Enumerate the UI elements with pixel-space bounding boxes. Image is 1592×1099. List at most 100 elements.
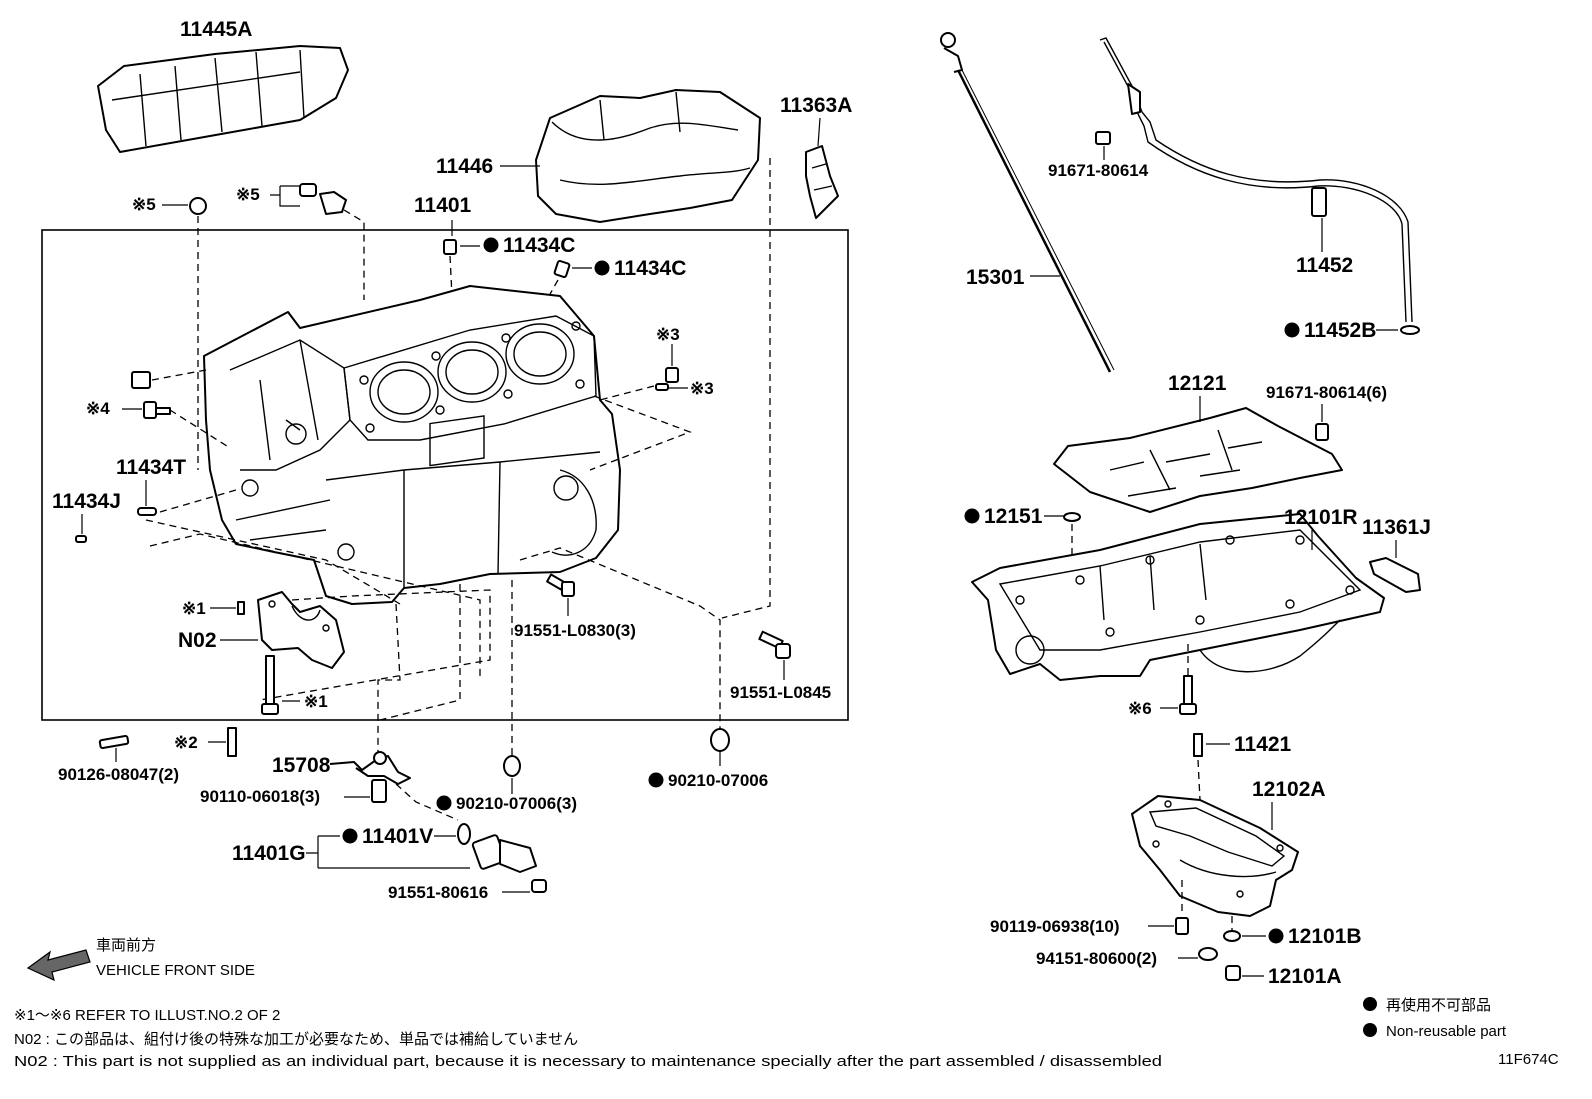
label-94151: 94151-80600(2)	[1036, 949, 1157, 968]
part-x2-pin[interactable]	[227, 727, 237, 757]
part-11445A-insulator[interactable]	[97, 45, 349, 153]
part-x5-plug[interactable]	[189, 197, 207, 215]
label-12151: 12151	[984, 505, 1043, 528]
part-11452-dipstick-guide[interactable]	[1099, 37, 1420, 335]
label-x3-top: ※3	[656, 325, 680, 344]
label-91551-80616: 91551-80616	[388, 883, 488, 902]
part-11361J-bracket[interactable]	[1369, 557, 1421, 593]
part-11401V-o-ring[interactable]	[457, 823, 471, 845]
part-11434J-pin[interactable]	[75, 535, 87, 543]
label-11446: 11446	[436, 155, 493, 178]
legend-nonreusable-dot-en	[1363, 1023, 1377, 1037]
part-x4-bolt[interactable]	[143, 401, 171, 419]
illustration-code: 11F674C	[1498, 1051, 1559, 1068]
part-11421-stud[interactable]	[1193, 733, 1203, 757]
label-x5-mid: ※5	[236, 185, 260, 204]
part-11446-baffle[interactable]	[535, 89, 761, 223]
part-90126-stud[interactable]	[98, 734, 130, 750]
label-12121: 12121	[1168, 372, 1227, 395]
note-refer: ※1～※6 REFER TO ILLUST.NO.2 OF 2	[14, 1007, 280, 1024]
part-91551-L0830-bolt[interactable]	[546, 573, 575, 597]
direction-jp: 車両前方	[96, 937, 156, 954]
part-x5-union[interactable]	[299, 183, 347, 215]
part-x1-main-bolt[interactable]	[261, 655, 279, 715]
label-11434J: 11434J	[52, 490, 121, 513]
part-x6-bolt[interactable]	[1179, 675, 1197, 715]
label-11401G: 11401G	[232, 842, 306, 865]
nonreusable-mark-90210-3	[436, 795, 452, 811]
note-n02-jp: N02 : この部品は、組付け後の特殊な加工が必要なため、単品では補給していませ…	[14, 1031, 578, 1048]
label-11363A: 11363A	[780, 94, 852, 117]
label-x4: ※4	[86, 399, 110, 418]
label-91671-6: 91671-80614(6)	[1266, 383, 1387, 402]
nonreusable-mark-12101B	[1268, 928, 1284, 944]
part-91551-L0845-bolt[interactable]	[758, 630, 791, 659]
label-11452B: 11452B	[1304, 319, 1376, 342]
legend-nonreusable-dot-jp	[1363, 997, 1377, 1011]
note-n02-en: N02 : This part is not supplied as an in…	[14, 1053, 1162, 1070]
label-90110: 90110-06018(3)	[200, 787, 320, 806]
part-11434C-pin-b[interactable]	[553, 260, 571, 278]
part-12101B-gasket[interactable]	[1223, 930, 1241, 942]
part-11434C-pin-a[interactable]	[443, 239, 457, 255]
label-x2: ※2	[174, 733, 198, 752]
label-12101R: 12101R	[1284, 506, 1358, 529]
part-12121-baffle-plate[interactable]	[1053, 407, 1343, 513]
part-x1-dowel[interactable]	[237, 601, 245, 615]
label-x3-mid: ※3	[690, 379, 714, 398]
nonreusable-mark-11434C-b	[594, 260, 610, 276]
nonreusable-mark-12151	[964, 508, 980, 524]
part-12101A-drain-plug[interactable]	[1225, 965, 1241, 981]
part-x3-dowel[interactable]	[665, 367, 679, 383]
label-90119: 90119-06938(10)	[990, 917, 1120, 936]
part-x3-pin[interactable]	[655, 383, 669, 391]
nonreusable-mark-11452B	[1284, 322, 1300, 338]
label-90210: 90210-07006	[668, 771, 768, 790]
label-11401: 11401	[414, 194, 472, 217]
label-90126: 90126-08047(2)	[58, 765, 179, 784]
label-11452: 11452	[1296, 254, 1353, 277]
part-block-plug[interactable]	[131, 371, 151, 389]
part-91671-6-bolt[interactable]	[1315, 423, 1329, 441]
label-91671-top: 91671-80614	[1048, 161, 1149, 180]
part-11401-cylinder-block[interactable]	[203, 285, 621, 605]
part-11434T-pin[interactable]	[137, 507, 157, 516]
label-11445A: 11445A	[180, 18, 252, 41]
label-15708: 15708	[272, 754, 331, 777]
part-91551-80616-bolt[interactable]	[531, 879, 547, 893]
label-11434C-b: 11434C	[614, 257, 686, 280]
nonreusable-mark-11434C-a	[483, 237, 499, 253]
label-12102A: 12102A	[1252, 778, 1326, 801]
part-91671-top-bolt[interactable]	[1095, 131, 1111, 145]
label-x1-top: ※1	[182, 599, 206, 618]
label-11434T: 11434T	[116, 456, 186, 479]
vehicle-front-arrow-icon	[26, 949, 91, 982]
label-x6: ※6	[1128, 699, 1152, 718]
part-94151-washer[interactable]	[1198, 947, 1218, 961]
label-11401V: 11401V	[362, 825, 433, 848]
label-15301: 15301	[966, 266, 1025, 289]
part-15708-oil-nozzle[interactable]	[329, 751, 411, 785]
label-11434C-a: 11434C	[503, 234, 575, 257]
legend-en: Non-reusable part	[1386, 1023, 1507, 1040]
part-90119-bolt[interactable]	[1175, 917, 1189, 935]
label-x5-left: ※5	[132, 195, 156, 214]
part-11401G-sensor-plug[interactable]	[471, 834, 537, 873]
label-11361J: 11361J	[1362, 516, 1431, 539]
direction-en: VEHICLE FRONT SIDE	[96, 962, 255, 979]
label-11421: 11421	[1234, 733, 1292, 756]
part-90210-gasket-3[interactable]	[503, 755, 521, 777]
part-11363A-bracket[interactable]	[805, 145, 839, 219]
part-90110-bolt[interactable]	[371, 779, 387, 803]
part-90210-gasket[interactable]	[710, 728, 730, 752]
label-N02: N02	[178, 629, 217, 652]
part-12151-o-ring[interactable]	[1063, 512, 1081, 522]
part-N02-bearing-cap[interactable]	[257, 591, 345, 669]
label-12101B: 12101B	[1288, 925, 1362, 948]
label-90210-3: 90210-07006(3)	[456, 794, 577, 813]
label-91551-L0830: 91551-L0830(3)	[514, 621, 636, 640]
part-12101R-upper-oil-pan[interactable]	[971, 513, 1385, 681]
part-15301-dipstick[interactable]	[940, 32, 1115, 373]
part-12102A-lower-oil-pan[interactable]	[1131, 795, 1299, 917]
